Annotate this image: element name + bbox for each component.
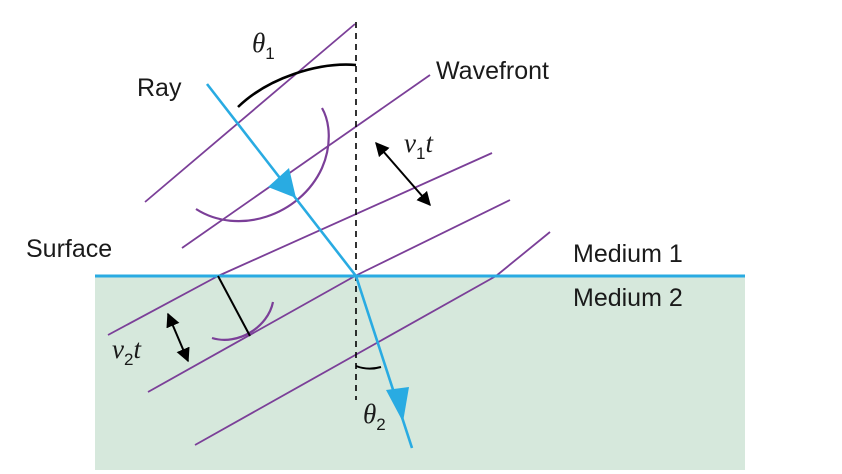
v1t-arrow	[375, 141, 431, 207]
wavefront-line-7	[147, 275, 356, 393]
wavefront-line-4	[354, 199, 511, 277]
medium-2-label: Medium 2	[573, 284, 683, 312]
ray-label: Ray	[137, 74, 182, 102]
theta1-label: θ1	[252, 28, 275, 63]
huygens-arc-large	[195, 107, 330, 223]
theta2-arc	[355, 365, 382, 370]
wavefront-label: Wavefront	[436, 57, 549, 85]
incident-ray-arrowhead	[268, 168, 296, 198]
wavefront-line-5	[495, 231, 551, 277]
wavefront-line-1	[144, 23, 356, 203]
theta1-arc	[237, 63, 357, 108]
surface-label: Surface	[26, 235, 112, 263]
v2t-label: v2t	[112, 334, 142, 369]
v2t-arrow	[166, 312, 190, 363]
wavelength-2-segment	[217, 275, 251, 337]
huygens-arc-small	[211, 301, 275, 341]
medium-1-label: Medium 1	[573, 240, 683, 268]
refracted-ray-arrowhead	[386, 387, 409, 422]
medium-2-region	[95, 276, 745, 470]
theta2-label: θ2	[363, 399, 386, 434]
wavefront-line-6	[107, 275, 219, 336]
v1t-label: v1t	[404, 128, 434, 163]
wavefront-line-8	[194, 275, 497, 446]
wavefront-line-3	[217, 152, 493, 277]
